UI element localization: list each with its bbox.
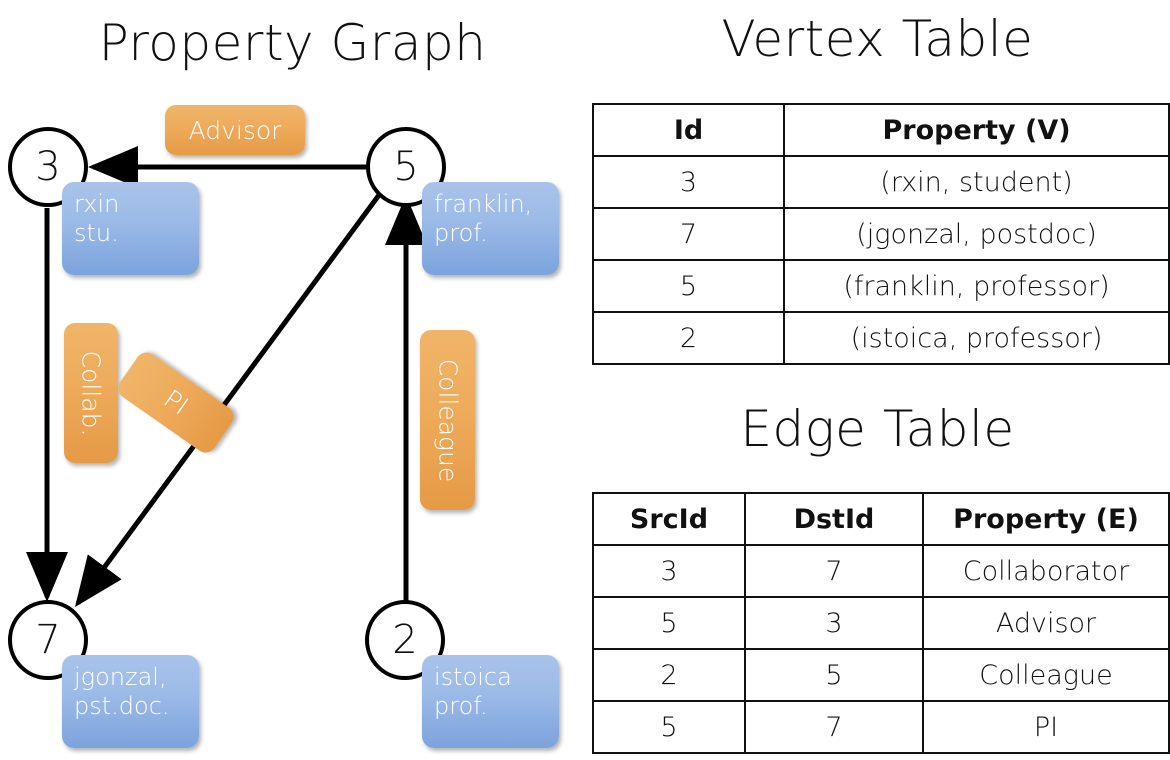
node-property-box-3: rxin stu. <box>62 182 199 275</box>
cell-property-v: (istoica, professor) <box>783 311 1170 365</box>
cell-dstid: 3 <box>743 596 924 650</box>
table-row[interactable]: 7 (jgonzal, postdoc) <box>591 207 1170 261</box>
cell-property-e: Colleague <box>921 648 1170 702</box>
cell-id: 5 <box>591 259 786 313</box>
edge-line-pi <box>75 193 382 608</box>
node-property-line: prof. <box>434 219 488 248</box>
table-row[interactable]: 2 5 Colleague <box>592 648 1170 702</box>
graph-node-5[interactable]: 5 <box>366 127 446 207</box>
cell-property-e: Collaborator <box>921 544 1170 598</box>
cell-srcid: 5 <box>592 596 746 650</box>
edge-label-colleague-text: Colleague <box>433 358 463 482</box>
column-header-id: Id <box>591 103 786 157</box>
cell-id: 2 <box>591 311 786 365</box>
column-header-dstid: DstId <box>743 492 924 546</box>
cell-id: 7 <box>591 207 786 261</box>
graph-node-3[interactable]: 3 <box>8 127 88 207</box>
column-header-property-v: Property (V) <box>783 103 1170 157</box>
table-row[interactable]: 5 3 Advisor <box>592 596 1170 650</box>
property-graph-diagram: 3 5 7 2 rxin stu. franklin, prof. jgonza… <box>0 90 585 760</box>
table-row[interactable]: 3 7 Collaborator <box>592 544 1170 598</box>
cell-dstid: 7 <box>743 544 924 598</box>
graph-edges-svg <box>25 145 428 608</box>
cell-property-e: Advisor <box>921 596 1170 650</box>
edge-label-colleague: Colleague <box>420 330 475 510</box>
table-header-row: Id Property (V) <box>591 103 1170 157</box>
node-property-line: jgonzal, <box>74 663 167 691</box>
node-property-line: prof. <box>434 692 488 721</box>
cell-dstid: 7 <box>743 700 924 754</box>
vertex-table: Id Property (V) 3 (rxin, student) 7 (jgo… <box>591 103 1170 365</box>
page-title-property-graph: Property Graph <box>98 14 487 72</box>
edge-label-collab: Collab. <box>64 323 118 463</box>
cell-srcid: 5 <box>592 700 746 754</box>
table-row[interactable]: 2 (istoica, professor) <box>591 311 1170 365</box>
node-property-box-5: franklin, prof. <box>422 182 559 275</box>
cell-property-v: (rxin, student) <box>783 155 1170 209</box>
node-property-line: istoica <box>434 663 512 691</box>
node-property-box-7: jgonzal, pst.doc. <box>62 655 199 748</box>
cell-id: 3 <box>591 155 786 209</box>
table-header-row: SrcId DstId Property (E) <box>592 492 1170 546</box>
cell-dstid: 5 <box>743 648 924 702</box>
cell-srcid: 2 <box>592 648 746 702</box>
page-title-vertex-table: Vertex Table <box>721 10 1034 68</box>
cell-property-v: (franklin, professor) <box>783 259 1170 313</box>
edge-label-advisor: Advisor <box>165 105 305 155</box>
column-header-srcid: SrcId <box>592 492 746 546</box>
cell-property-e: PI <box>921 700 1170 754</box>
node-property-line: pst.doc. <box>74 692 170 721</box>
edge-label-pi-text: PI <box>158 384 194 421</box>
node-property-line: rxin <box>74 190 120 218</box>
page-title-edge-table: Edge Table <box>740 400 1015 458</box>
table-row[interactable]: 3 (rxin, student) <box>591 155 1170 209</box>
table-row[interactable]: 5 (franklin, professor) <box>591 259 1170 313</box>
cell-property-v: (jgonzal, postdoc) <box>783 207 1170 261</box>
cell-srcid: 3 <box>592 544 746 598</box>
edge-label-collab-text: Collab. <box>76 350 106 436</box>
node-property-box-2: istoica prof. <box>422 655 559 748</box>
table-row[interactable]: 5 7 PI <box>592 700 1170 754</box>
edge-table: SrcId DstId Property (E) 3 7 Collaborato… <box>592 492 1170 754</box>
column-header-property-e: Property (E) <box>921 492 1170 546</box>
node-property-line: franklin, <box>434 190 533 218</box>
node-property-line: stu. <box>74 219 119 248</box>
